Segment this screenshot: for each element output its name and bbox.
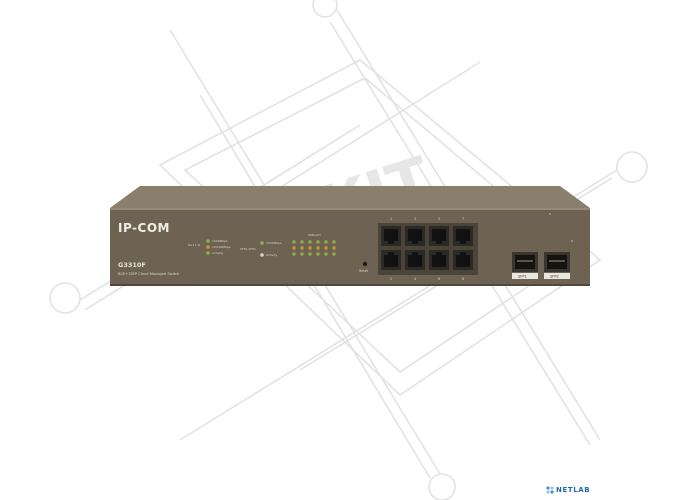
brand-logo: IP-COM: [118, 221, 170, 235]
port-latch: [460, 241, 466, 244]
led-indicator: [206, 245, 210, 249]
sfp-ports: SFP1 SFP2: [512, 252, 570, 279]
led-indicator: [324, 246, 328, 250]
rj45-port[interactable]: [405, 250, 425, 270]
sfp-label-plate: [512, 273, 538, 279]
rj45-port[interactable]: [381, 250, 401, 270]
led-indicator: [332, 240, 336, 244]
port-socket: [384, 255, 398, 267]
port-number: 8: [462, 277, 464, 281]
sfp-label: SFP1: [518, 275, 527, 279]
sfp-port[interactable]: [544, 252, 570, 272]
netlab-text: NETLAB: [556, 486, 590, 494]
led-indicator: [308, 246, 312, 250]
port-range-label: Port 1-8: [188, 243, 200, 247]
port-latch: [460, 252, 466, 255]
sfp-label-plate: [544, 273, 570, 279]
port-number: 1: [390, 217, 392, 221]
led-indicator: [308, 252, 312, 256]
port-number: 3: [414, 217, 416, 221]
mounting-hole: [571, 240, 573, 242]
model-description: 8GE+2SFP Cloud Managed Switch: [118, 272, 179, 276]
led-indicator: [260, 253, 264, 257]
led-label: 10/100Mbps: [212, 245, 231, 249]
port-latch: [388, 241, 394, 244]
rj45-port[interactable]: [381, 226, 401, 246]
led-indicator: [292, 246, 296, 250]
rj45-ports: 1 2 3 4 5 6 7 8: [381, 217, 473, 281]
chassis-front-panel: [110, 208, 590, 286]
chassis-top-bevel: [110, 186, 590, 208]
led-legend-ports: Port 1-8 1000Mbps 10/100Mbps Activity: [188, 239, 231, 255]
port-latch: [412, 252, 418, 255]
netlab-logo-icon: [546, 486, 554, 494]
led-indicator: [324, 240, 328, 244]
port-number: 5: [438, 217, 440, 221]
reset-button[interactable]: [362, 261, 368, 267]
led-indicator: [308, 240, 312, 244]
port-number: 4: [414, 277, 416, 281]
sfp-slot-rail: [549, 260, 565, 262]
led-label: 1000Mbps: [212, 239, 228, 243]
led-legend-sfp: SFP1-SFP2 1000Mbps Activity: [240, 241, 282, 257]
led-label: Activity: [212, 251, 223, 255]
port-socket: [408, 229, 422, 241]
port-socket: [456, 255, 470, 267]
led-indicator: [300, 240, 304, 244]
led-indicator: [316, 252, 320, 256]
rj45-port[interactable]: [453, 226, 473, 246]
port-number: 2: [390, 277, 392, 281]
port-latch: [436, 252, 442, 255]
led-indicator: [292, 252, 296, 256]
sfp-port[interactable]: [512, 252, 538, 272]
led-label: Activity: [266, 253, 277, 257]
network-switch: IP-COM G3310F 8GE+2SFP Cloud Managed Swi…: [110, 186, 590, 286]
rj45-port[interactable]: [453, 250, 473, 270]
led-indicator: [300, 246, 304, 250]
port-socket: [456, 229, 470, 241]
port-number: 7: [462, 217, 464, 221]
led-indicator: [332, 246, 336, 250]
mounting-hole: [549, 213, 551, 215]
port-latch: [388, 252, 394, 255]
led-indicator: [316, 246, 320, 250]
led-grid: LINK/ACT: [292, 233, 336, 256]
led-indicator: [324, 252, 328, 256]
port-socket: [384, 229, 398, 241]
sfp-slot-rail: [517, 260, 533, 262]
rj45-port[interactable]: [429, 250, 449, 270]
led-indicator: [332, 252, 336, 256]
led-label: 1000Mbps: [266, 241, 282, 245]
model-name: G3310F: [118, 261, 146, 269]
led-indicator: [260, 241, 264, 245]
netlab-watermark: NETLAB: [546, 486, 590, 494]
chassis-highlight: [110, 208, 590, 210]
port-socket: [432, 255, 446, 267]
led-grid-title: LINK/ACT: [308, 233, 321, 237]
led-indicator: [206, 239, 210, 243]
port-latch: [436, 241, 442, 244]
reset-label: Reset: [359, 269, 369, 273]
chassis-shadow: [110, 284, 590, 286]
sfp-range-label: SFP1-SFP2: [240, 247, 256, 251]
rj45-port[interactable]: [405, 226, 425, 246]
port-number: 6: [438, 277, 440, 281]
sfp-label: SFP2: [550, 275, 559, 279]
led-indicator: [300, 252, 304, 256]
led-indicator: [292, 240, 296, 244]
led-indicator: [316, 240, 320, 244]
rj45-port[interactable]: [429, 226, 449, 246]
port-socket: [408, 255, 422, 267]
port-latch: [412, 241, 418, 244]
led-indicator: [206, 251, 210, 255]
port-socket: [432, 229, 446, 241]
